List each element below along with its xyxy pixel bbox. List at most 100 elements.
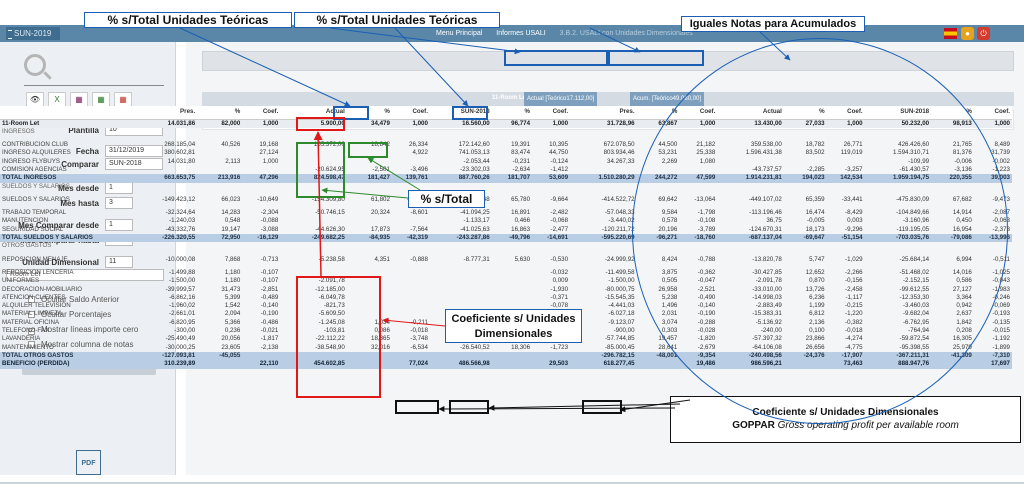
table-cell: 672.078,50: [603, 141, 635, 149]
table-cell: -0,362: [697, 268, 716, 276]
column-header[interactable]: Coef.: [242, 106, 281, 120]
sidebar-search[interactable]: [24, 52, 164, 86]
fecha-input[interactable]: 31/12/2019: [105, 145, 163, 157]
unidad-dimensional-input[interactable]: 11: [105, 256, 133, 268]
column-header[interactable]: %: [491, 106, 533, 120]
table-cell: -0,489: [260, 293, 279, 301]
table-cell: -0,193: [992, 310, 1010, 318]
table-cell: -0,888: [410, 255, 428, 263]
column-header[interactable]: %: [197, 106, 243, 120]
table-cell: -0,140: [260, 302, 279, 310]
table-cell: -80.000,75: [604, 285, 635, 293]
table-cell: -5.609,50: [318, 310, 345, 318]
table-cell: -113.196,46: [749, 209, 782, 217]
menu-item-principal[interactable]: Menu Principal: [436, 30, 483, 37]
table-cell: 19,457: [658, 335, 678, 343]
table-cell: 16,863: [511, 225, 531, 233]
table-cell: [430, 294, 492, 302]
section-heading: SUELDOS Y SALARIOS: [2, 182, 70, 190]
column-header[interactable]: SUN-2018: [864, 106, 932, 120]
table-cell: -9.123,07: [608, 318, 635, 326]
table-cell: -475.830,09: [896, 195, 930, 203]
table-cell: -38.548,90: [315, 343, 345, 351]
comparar-input[interactable]: SUN-2018: [105, 158, 163, 170]
table-cell: -0,371: [550, 293, 569, 301]
table-cell: 380.602,81: [164, 149, 196, 157]
checkbox[interactable]: [28, 296, 35, 303]
column-header[interactable]: Actual: [280, 106, 347, 120]
table-cell: 27,124: [259, 149, 279, 157]
table-cell: -45,055: [197, 351, 243, 361]
column-header[interactable]: Pres.: [133, 106, 198, 120]
table-cell: -18,760: [679, 234, 718, 243]
table-cell: -1.500,00: [608, 277, 635, 285]
option-ocultar-porcentajes[interactable]: Ocultar Porcentajes: [28, 310, 111, 319]
table-cell: 6,812: [809, 310, 825, 318]
table-cell: -6.820,95: [169, 318, 196, 326]
table-cell: 25,979: [952, 343, 972, 351]
option-ocultar-saldo[interactable]: Ocultar Saldo Anterior: [28, 295, 119, 304]
table-cell: 0,100: [809, 327, 825, 335]
table-cell: -79,086: [931, 234, 974, 243]
table-cell: [491, 351, 533, 361]
table-cell: [347, 149, 392, 157]
table-cell: -0,018: [845, 327, 863, 335]
checkbox-checked[interactable]: ✓: [28, 328, 35, 335]
menu-item-report[interactable]: 3.B.2. USALI con Unidades Dimensionales: [559, 30, 693, 37]
column-header[interactable]: %: [783, 106, 827, 120]
mes-comparar-desde-input[interactable]: 1: [105, 219, 133, 231]
column-header[interactable]: %: [636, 106, 680, 120]
company-selector[interactable]: SUN-2019: [6, 27, 60, 40]
table-cell: -3,136: [954, 165, 972, 173]
table-cell: -1,798: [697, 209, 716, 217]
column-header[interactable]: Coef.: [826, 106, 865, 120]
table-cell: -0,156: [845, 277, 863, 285]
option-mostrar-cero[interactable]: ✓Mostrar líneas importe cero: [28, 325, 138, 335]
checkbox[interactable]: [28, 311, 35, 318]
spain-flag-icon[interactable]: [944, 28, 957, 39]
table-cell: -51,154: [826, 234, 865, 243]
table-cell: -41,309: [931, 351, 974, 361]
eye-icon[interactable]: 👁: [26, 92, 44, 108]
printer-icon[interactable]: ▦: [114, 92, 132, 108]
table-cell: 66,023: [221, 195, 241, 203]
table-cell: -120.211,72: [602, 225, 635, 233]
table-cell: -103,81: [323, 327, 345, 335]
table-cell: -6.762,95: [902, 318, 930, 326]
table-cell: 172.142,60: [458, 141, 490, 149]
table-cell: -43.737,57: [752, 165, 782, 173]
table-cell: 26,334: [409, 141, 428, 149]
lock-icon[interactable]: ●: [961, 27, 974, 40]
table-cell: 28,641: [658, 343, 678, 351]
mes-hasta-input[interactable]: 3: [105, 197, 133, 209]
mes-comparar-desde-label: Mes Comparar desde: [18, 221, 99, 230]
table-cell: -104.849,66: [896, 209, 930, 217]
column-header[interactable]: %: [931, 106, 974, 120]
checkbox[interactable]: [28, 341, 35, 348]
table-cell: 26,656: [805, 343, 825, 351]
column-header[interactable]: Coef.: [973, 106, 1012, 120]
column-header[interactable]: Coef.: [391, 106, 430, 120]
table-cell: [430, 310, 492, 318]
table-cell: -2,285: [807, 165, 825, 173]
column-header[interactable]: %: [346, 106, 392, 120]
table-cell: -57.048,33: [604, 209, 635, 217]
table-cell: 26,958: [658, 285, 678, 293]
column-header[interactable]: SUN-2018: [429, 106, 492, 120]
column-header[interactable]: Coef.: [532, 106, 571, 120]
pdf-export-icon[interactable]: PDF: [76, 450, 101, 475]
menu-item-informes[interactable]: Informes USALI: [496, 30, 546, 37]
column-header[interactable]: Coef.: [679, 106, 718, 120]
table-cell: -334,48: [468, 327, 490, 335]
print-icon[interactable]: ▦: [70, 92, 88, 108]
option-mostrar-notas[interactable]: Mostrar columna de notas: [28, 340, 134, 349]
column-header[interactable]: Pres.: [570, 106, 637, 120]
power-icon[interactable]: ⏻: [977, 27, 990, 40]
table-cell: 0,942: [956, 302, 972, 310]
table-cell: 65,780: [511, 195, 531, 203]
main-menu: Menu Principal Informes USALI 3.B.2. USA…: [436, 25, 705, 42]
row-label: INGRESO ALQUILERES: [2, 149, 71, 157]
column-header[interactable]: Actual: [717, 106, 784, 120]
